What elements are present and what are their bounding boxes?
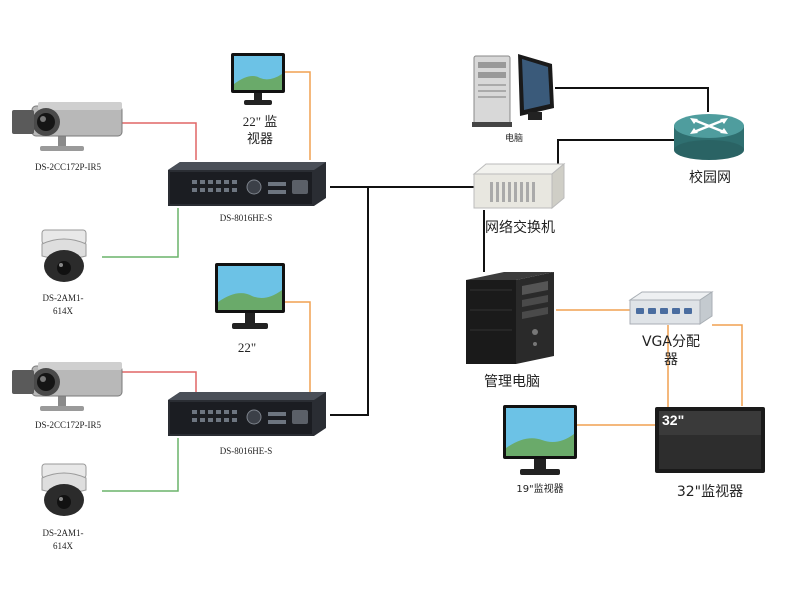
dome1-dvr1-link bbox=[102, 208, 179, 258]
tv-icon bbox=[655, 407, 765, 473]
tv-screen-text: 32" bbox=[662, 412, 685, 428]
monitor19-label: 19"监视器 bbox=[516, 484, 564, 495]
monitor2-dvr2-link bbox=[285, 301, 311, 395]
monitor-19 bbox=[502, 404, 578, 478]
camera1-dvr1-link bbox=[120, 122, 197, 160]
dome1-label-line2: 614X bbox=[53, 306, 73, 316]
dome-camera-1 bbox=[36, 228, 92, 284]
dome-camera-icon bbox=[41, 463, 87, 516]
dvr2-label: DS-8016HE-S bbox=[219, 446, 273, 456]
network-switch-icon bbox=[472, 162, 566, 210]
router-label: 校园网 bbox=[689, 170, 731, 186]
desktop-pc-icon bbox=[472, 54, 554, 127]
router bbox=[672, 110, 746, 162]
camera2-dvr2-link bbox=[120, 371, 197, 395]
desktop-pc bbox=[468, 50, 560, 130]
dvr-2 bbox=[164, 390, 330, 438]
vga-label-line2: 器 bbox=[664, 352, 678, 368]
dome2-dvr2-link bbox=[102, 438, 179, 492]
dome-camera-2 bbox=[36, 462, 92, 518]
monitor-icon bbox=[231, 53, 285, 105]
monitor-2 bbox=[214, 262, 286, 332]
camera1-label: DS-2CC172P-IR5 bbox=[34, 162, 101, 172]
dome1-label-line1: DS-2AM1- bbox=[42, 293, 84, 303]
bullet-camera-1 bbox=[12, 100, 124, 152]
dvr2-switch-link bbox=[330, 187, 369, 416]
monitor1-label-line2: 视器 bbox=[246, 131, 273, 146]
server-label: 管理电脑 bbox=[484, 374, 540, 390]
dome2-label-line1: DS-2AM1- bbox=[42, 528, 84, 538]
dome-camera-icon bbox=[41, 229, 87, 282]
camera-icon bbox=[12, 102, 123, 151]
dvr-icon bbox=[168, 162, 326, 206]
dvr-1 bbox=[164, 160, 330, 208]
monitor-icon bbox=[503, 405, 577, 475]
pc-label: 电脑 bbox=[504, 134, 523, 144]
monitor1-dvr1-link bbox=[285, 71, 311, 160]
monitor1-label-line1: 22" 监 bbox=[242, 114, 278, 129]
dvr1-label: DS-8016HE-S bbox=[219, 213, 273, 223]
monitor-1 bbox=[230, 52, 286, 108]
tv32-label: 32"监视器 bbox=[676, 484, 744, 500]
vga-splitter bbox=[628, 290, 714, 326]
network-switch bbox=[472, 162, 566, 212]
management-pc bbox=[464, 270, 556, 366]
tv-32: 32" bbox=[654, 406, 766, 474]
vga-splitter-icon bbox=[628, 291, 714, 325]
dome2-label-line2: 614X bbox=[53, 541, 73, 551]
pc-router-link bbox=[555, 87, 709, 112]
monitor2-label: 22" bbox=[237, 340, 257, 355]
vga-tv32-link bbox=[712, 324, 743, 406]
monitor-icon bbox=[215, 263, 285, 329]
camera-icon bbox=[12, 362, 123, 411]
server-tower-icon bbox=[466, 272, 554, 364]
router-icon bbox=[674, 114, 744, 160]
switch-router-link bbox=[557, 139, 678, 172]
camera2-label: DS-2CC172P-IR5 bbox=[34, 420, 101, 430]
vga-label-line1: VGA分配 bbox=[641, 334, 700, 350]
dvr-icon bbox=[168, 392, 326, 436]
bullet-camera-2 bbox=[12, 360, 124, 412]
switch-label: 网络交换机 bbox=[485, 220, 555, 236]
